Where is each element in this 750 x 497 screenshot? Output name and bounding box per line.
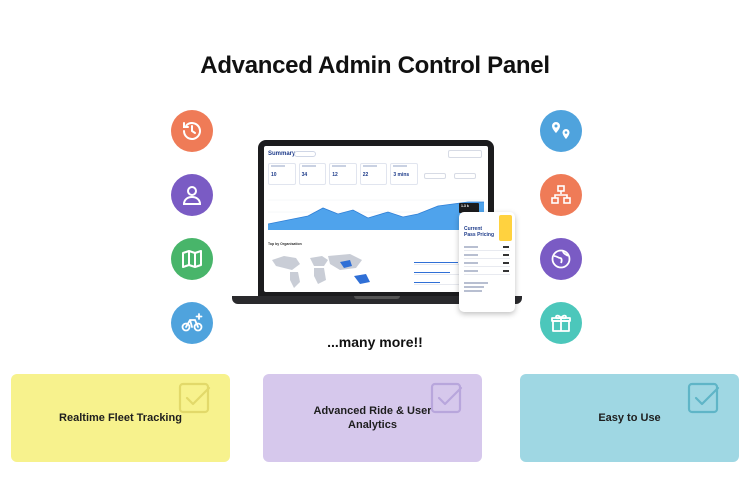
feature-card-fleet-tracking: Realtime Fleet Tracking bbox=[11, 374, 230, 462]
stat-card: 3 mins bbox=[390, 163, 418, 185]
world-map bbox=[272, 254, 370, 288]
many-more-tagline: ...many more!! bbox=[327, 334, 423, 350]
laptop-dashboard-mockup: Summary 10 34 12 22 3 mins 1.3 k bbox=[232, 140, 522, 310]
org-list bbox=[414, 258, 474, 292]
user-icon bbox=[171, 174, 213, 216]
feature-card-easy-to-use: Easy to Use bbox=[520, 374, 739, 462]
history-clock-icon bbox=[171, 110, 213, 152]
stat-card: 10 bbox=[268, 163, 296, 185]
dashboard-filter-chip bbox=[294, 151, 316, 157]
route-pins-icon bbox=[540, 110, 582, 152]
dashboard-date-range bbox=[448, 150, 482, 158]
dashboard-stats: 10 34 12 22 3 mins bbox=[268, 163, 418, 185]
bicycle-add-icon bbox=[171, 302, 213, 344]
globe-icon bbox=[540, 238, 582, 280]
chart-tooltip: 1.3 k bbox=[459, 203, 479, 213]
feature-card-label: Advanced Ride & User Analytics bbox=[313, 405, 432, 431]
dashboard-select bbox=[454, 173, 476, 179]
laptop-base bbox=[232, 296, 522, 304]
stat-card: 12 bbox=[329, 163, 357, 185]
dashboard-area-chart bbox=[268, 199, 484, 230]
checkbox-icon bbox=[429, 380, 465, 416]
stat-card: 34 bbox=[298, 163, 327, 185]
dashboard-select bbox=[424, 173, 446, 179]
page-title: Advanced Admin Control Panel bbox=[200, 52, 550, 79]
feature-card-analytics: Advanced Ride & User Analytics bbox=[263, 374, 482, 462]
map-icon bbox=[171, 238, 213, 280]
chart-tooltip-value: 1.3 k bbox=[461, 204, 469, 208]
gift-icon bbox=[540, 302, 582, 344]
feature-card-label: Easy to Use bbox=[598, 412, 661, 424]
dashboard-header: Summary bbox=[268, 151, 296, 157]
section-title: Top by Organisation bbox=[268, 242, 302, 246]
stat-card: 22 bbox=[359, 163, 388, 185]
feature-card-label: Realtime Fleet Tracking bbox=[59, 412, 182, 424]
scooter-badge bbox=[499, 215, 512, 241]
fleet-hub-icon bbox=[540, 174, 582, 216]
laptop-notch bbox=[354, 296, 400, 299]
checkbox-icon bbox=[686, 380, 722, 416]
phone-pricing-mockup: Current Pass Pricing bbox=[459, 212, 515, 312]
dashboard-screen: Summary 10 34 12 22 3 mins 1.3 k bbox=[264, 146, 488, 292]
laptop-lid: Summary 10 34 12 22 3 mins 1.3 k bbox=[258, 140, 494, 296]
checkbox-icon bbox=[177, 380, 213, 416]
phone-title: Current Pass Pricing bbox=[464, 226, 495, 238]
